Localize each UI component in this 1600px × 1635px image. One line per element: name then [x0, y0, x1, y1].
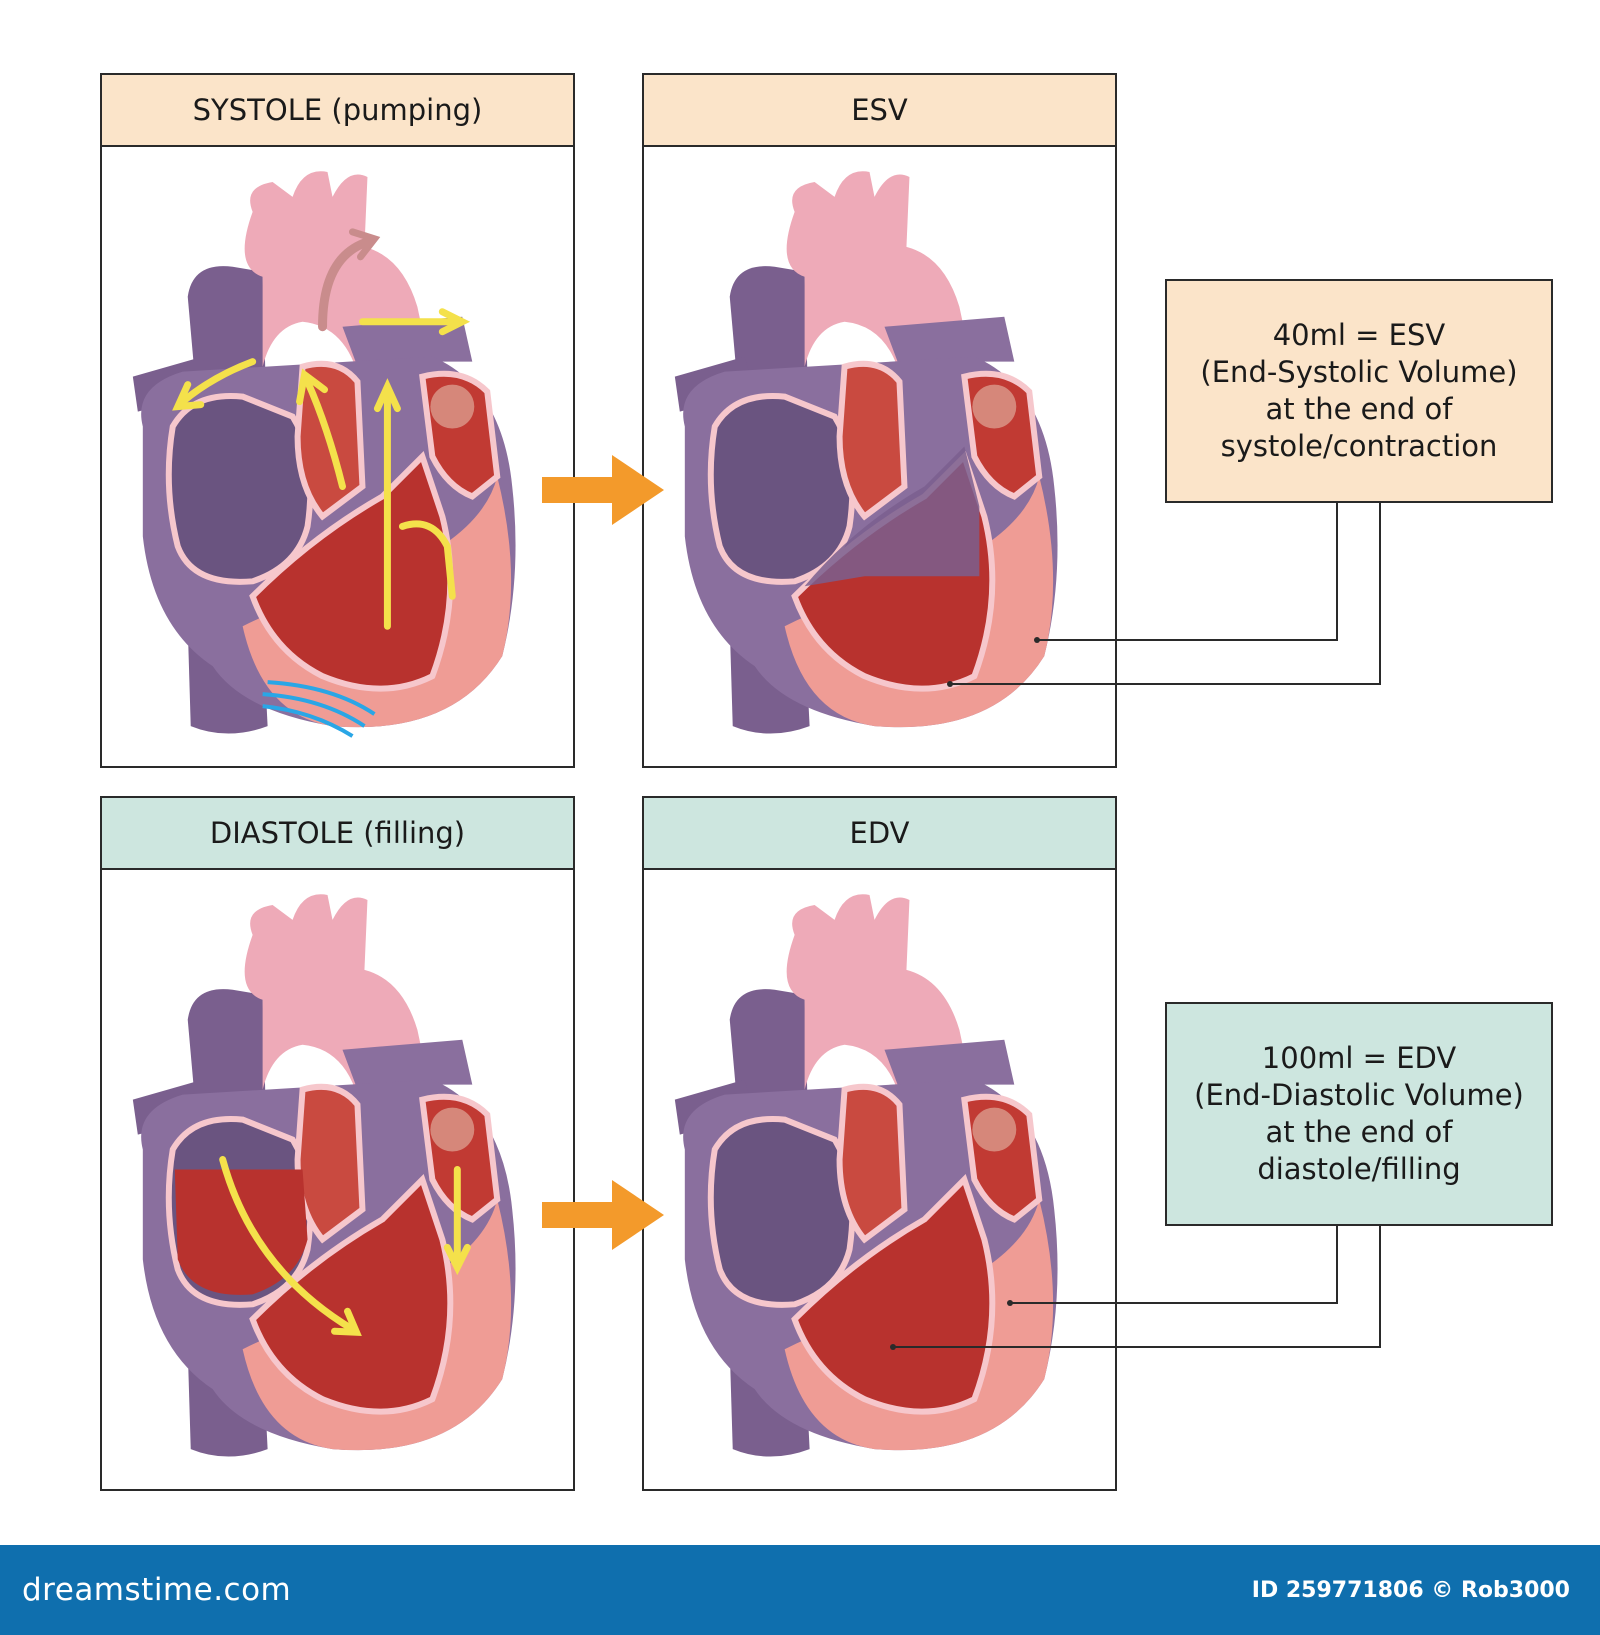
esv-note-line-1: 40ml = ESV — [1272, 318, 1446, 352]
footer-brand[interactable]: dreamstime.com — [22, 1572, 292, 1608]
panel-diastole: DIASTOLE (filling) — [100, 796, 575, 1491]
panel-title-diastole: DIASTOLE (filling) — [102, 798, 573, 870]
panel-title-systole: SYSTOLE (pumping) — [102, 75, 573, 147]
heart-diastole-illustration — [102, 870, 573, 1489]
edv-note-line-4: diastole/filling — [1257, 1152, 1461, 1186]
contraction-lines — [262, 680, 376, 738]
edv-note-line-3: at the end of — [1265, 1115, 1453, 1149]
transition-arrow-diastole-edv — [542, 1180, 664, 1250]
panel-edv: EDV — [642, 796, 1117, 1491]
heart-systole-illustration — [102, 147, 573, 738]
panel-title-edv: EDV — [644, 798, 1115, 870]
transition-arrow-systole-esv — [542, 455, 664, 525]
esv-note-box: 40ml = ESV (End-Systolic Volume) at the … — [1165, 279, 1553, 503]
edv-note-line-2: (End-Diastolic Volume) — [1194, 1078, 1524, 1112]
heart-esv-illustration — [644, 147, 1115, 766]
esv-note-line-2: (End-Systolic Volume) — [1200, 355, 1518, 389]
blood-flow-arrows — [172, 308, 471, 630]
edv-note-line-1: 100ml = EDV — [1261, 1041, 1457, 1075]
panel-esv: ESV — [642, 73, 1117, 768]
esv-note-line-3: at the end of — [1265, 392, 1453, 426]
panel-systole: SYSTOLE (pumping) — [100, 73, 575, 768]
aorta-flow-arrow — [318, 237, 372, 332]
filling-flow-arrows — [219, 1156, 471, 1336]
panel-title-esv: ESV — [644, 75, 1115, 147]
footer-credit: ID 259771806 © Rob3000 — [1251, 1577, 1570, 1603]
empty-ventricle-region — [804, 446, 980, 587]
esv-note-line-4: systole/contraction — [1220, 429, 1498, 463]
watermark-footer-bar: dreamstime.com ID 259771806 © Rob3000 — [0, 1545, 1600, 1635]
edv-note-box: 100ml = EDV (End-Diastolic Volume) at th… — [1165, 1002, 1553, 1226]
